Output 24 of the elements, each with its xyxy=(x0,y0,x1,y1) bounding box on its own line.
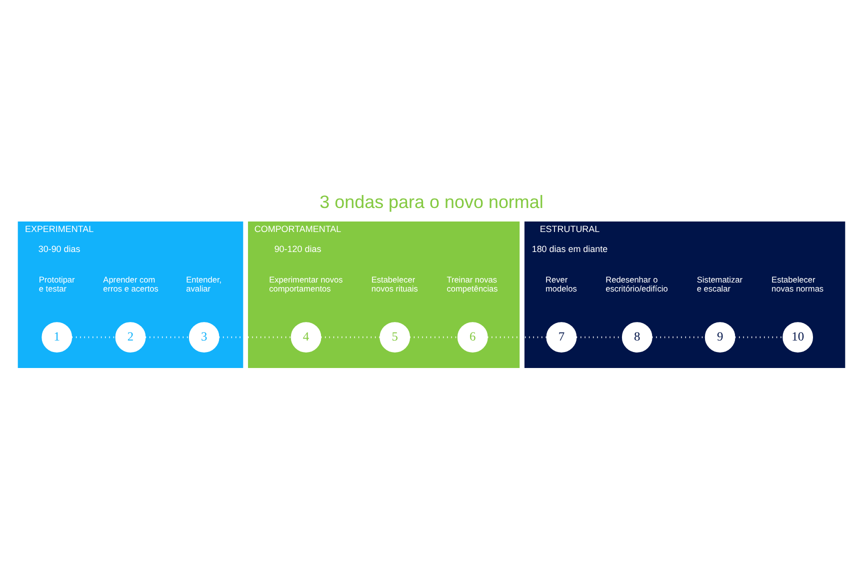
connector xyxy=(652,336,706,338)
connector xyxy=(145,336,190,338)
node-label: Treinar novas competências xyxy=(446,274,498,293)
node-circle: 6 xyxy=(457,322,488,352)
diagram-title: 3 ondas para o novo normal xyxy=(320,191,544,212)
node-circle: 5 xyxy=(380,322,410,352)
node-circle: 2 xyxy=(115,322,146,352)
node-circle: 1 xyxy=(42,322,72,352)
node-label: Entender, avaliar xyxy=(186,274,222,293)
node-circle: 3 xyxy=(188,322,220,352)
node-circle: 9 xyxy=(704,322,736,352)
node-label: Rever modelos xyxy=(546,274,577,293)
connector xyxy=(321,336,380,338)
node-circle: 10 xyxy=(782,322,814,352)
node-circle: 8 xyxy=(622,322,652,352)
node-circle: 4 xyxy=(290,322,322,352)
node-label: Estabelecer novos rituais xyxy=(371,274,418,293)
node-label: Sistematizar e escalar xyxy=(696,274,742,293)
node-label: Experimentar novos comportamentos xyxy=(269,274,343,293)
node-label: Estabelecer novas normas xyxy=(772,274,824,293)
node-label: Aprender com erros e acertos xyxy=(103,274,158,293)
node-label: Redesenhar o escritório/edifício xyxy=(606,274,668,293)
node-circle: 7 xyxy=(546,322,577,352)
node-label: Prototipar e testar xyxy=(38,274,75,293)
